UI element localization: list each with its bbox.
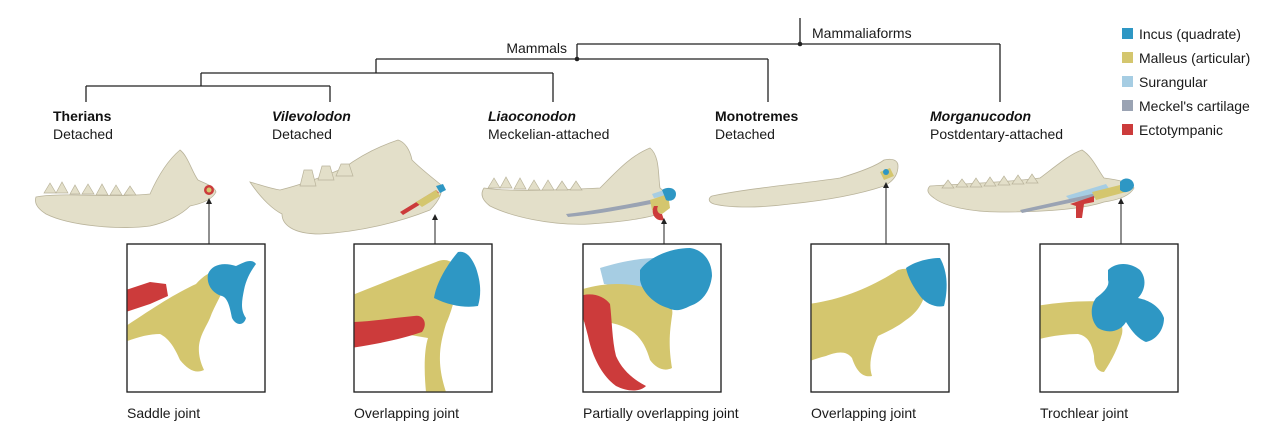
taxon-name-therians: Therians — [53, 108, 112, 124]
morganucodon-incus — [1120, 178, 1134, 193]
taxon-name-morganucodon: Morganucodon — [930, 108, 1031, 124]
jaw-morganucodon — [927, 149, 1135, 218]
joint-label-therians: Saddle joint — [127, 405, 200, 421]
zoom-vilevolodon-incus — [434, 251, 481, 307]
legend-label-incus: Incus (quadrate) — [1139, 26, 1241, 42]
jaw-monotremes — [708, 158, 899, 208]
zoom-therians-incus — [207, 260, 256, 324]
zoom-box-liaoconodon — [582, 243, 722, 393]
legend-swatch-incus — [1122, 28, 1133, 39]
zoom-therians-malleus — [127, 271, 228, 372]
tree-node-mammaliaforms — [797, 41, 803, 47]
legend: Incus (quadrate) Malleus (articular) Sur… — [1122, 26, 1250, 138]
legend-swatch-ectotympanic — [1122, 124, 1133, 135]
zoom-therians-ectotympanic — [127, 282, 168, 312]
joint-label-vilevolodon: Overlapping joint — [354, 405, 459, 421]
legend-label-malleus: Malleus (articular) — [1139, 50, 1250, 66]
monotremes-incus — [883, 169, 889, 175]
joint-labels: Saddle joint Overlapping joint Partially… — [127, 405, 1128, 421]
taxon-labels: Therians Detached Vilevolodon Detached L… — [53, 108, 1063, 142]
liaoconodon-ectotympanic — [652, 206, 664, 221]
jaw-therians — [35, 149, 217, 228]
mammaliaforms-label: Mammaliaforms — [812, 25, 912, 41]
phylogenetic-tree — [85, 18, 1001, 102]
legend-label-ectotympanic: Ectotympanic — [1139, 122, 1223, 138]
jaw-liaoconodon — [481, 147, 676, 225]
taxon-state-vilevolodon: Detached — [272, 126, 332, 142]
pointers — [206, 182, 1124, 244]
mammals-label: Mammals — [506, 40, 567, 56]
zoom-box-therians — [126, 243, 266, 393]
joint-label-morganucodon: Trochlear joint — [1040, 405, 1128, 421]
morganucodon-malleus — [1092, 184, 1126, 200]
zoom-morganucodon-incus — [1091, 264, 1164, 342]
zoom-liaoconodon-ectotympanic — [583, 294, 646, 391]
taxon-state-liaoconodon: Meckelian-attached — [488, 126, 609, 142]
zoom-vilevolodon-ectotympanic — [354, 315, 425, 348]
morganucodon-ectotympanic — [1070, 196, 1094, 218]
taxon-name-liaoconodon: Liaoconodon — [488, 108, 576, 124]
tree-node-mammals — [574, 56, 580, 62]
zoom-monotremes-incus — [906, 258, 947, 307]
joint-label-monotremes: Overlapping joint — [811, 405, 916, 421]
taxon-state-therians: Detached — [53, 126, 113, 142]
zoom-box-morganucodon — [1039, 243, 1179, 393]
zoom-monotremes-malleus — [811, 268, 926, 377]
legend-label-surangular: Surangular — [1139, 74, 1208, 90]
morganucodon-surangular — [1066, 184, 1110, 200]
morganucodon-meckel — [1020, 190, 1112, 213]
vilevolodon-malleus — [416, 190, 440, 207]
zoom-box-vilevolodon — [353, 243, 493, 393]
zoom-box-monotremes — [810, 243, 950, 393]
vilevolodon-incus — [436, 184, 446, 193]
legend-swatch-surangular — [1122, 76, 1133, 87]
taxon-name-monotremes: Monotremes — [715, 108, 798, 124]
jaw-vilevolodon — [249, 139, 446, 235]
joint-label-liaoconodon: Partially overlapping joint — [583, 405, 739, 421]
taxon-name-vilevolodon: Vilevolodon — [272, 108, 351, 124]
legend-swatch-meckel — [1122, 100, 1133, 111]
liaoconodon-incus — [662, 187, 676, 201]
legend-label-meckel: Meckel's cartilage — [1139, 98, 1250, 114]
liaoconodon-meckel — [566, 198, 662, 217]
therians-malleus — [206, 187, 212, 193]
taxon-state-monotremes: Detached — [715, 126, 775, 142]
taxon-state-morganucodon: Postdentary-attached — [930, 126, 1063, 142]
legend-swatch-malleus — [1122, 52, 1133, 63]
zoom-liaoconodon-incus — [640, 248, 712, 311]
